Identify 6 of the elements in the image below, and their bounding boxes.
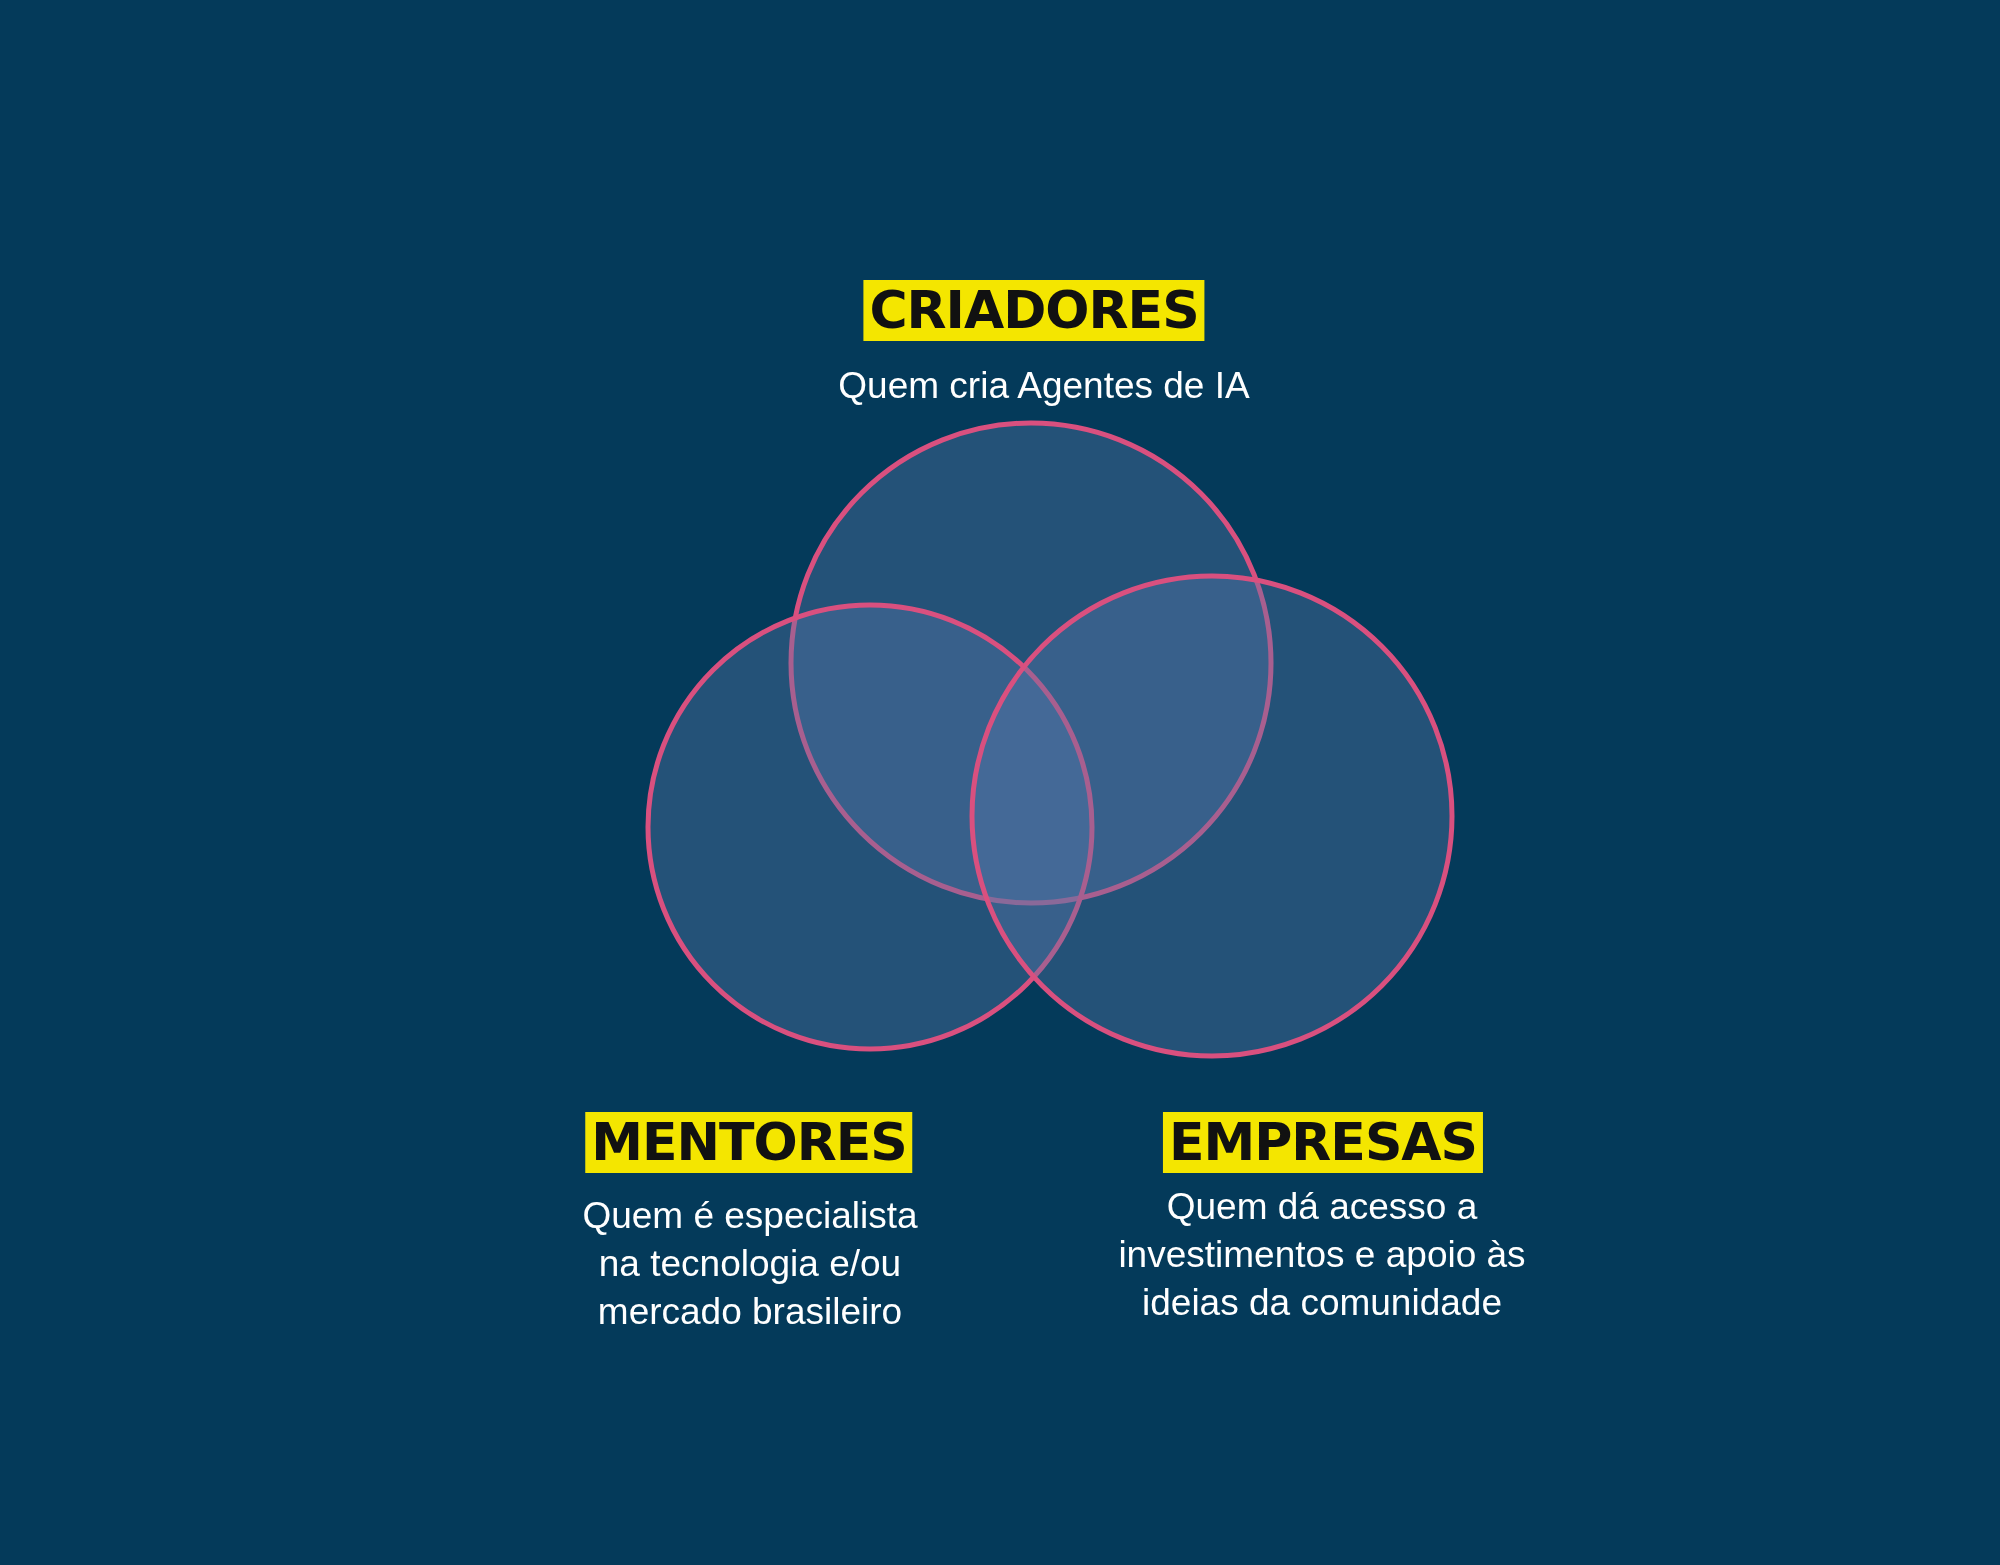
description-text: Quem cria Agentes de IA [837,364,1251,408]
category-heading: EMPRESAS [1162,1112,1484,1174]
category-heading: MENTORES [585,1112,913,1174]
category-heading: CRIADORES [863,280,1205,342]
description-text: Quem é especialista na tecnologia e/ou mercado brasileiro [581,1194,919,1334]
description-text: Quem dá acesso a investimentos e apoio às ideias da comunidade [1117,1185,1527,1325]
